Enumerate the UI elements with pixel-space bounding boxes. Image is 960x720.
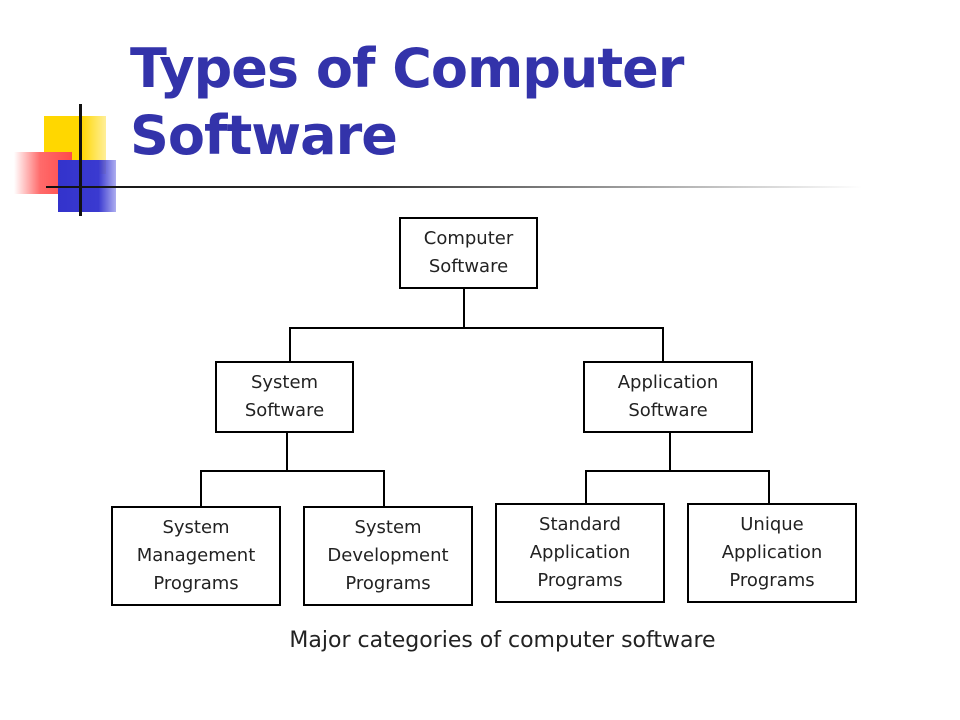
node-standard-application-line-2: Application xyxy=(529,542,631,563)
node-computer-software: Computer Software xyxy=(399,217,538,289)
node-unique-application-line-2: Application xyxy=(721,542,823,563)
node-standard-application-line-1: Standard xyxy=(539,514,621,535)
node-system-management-programs: System Management Programs xyxy=(111,506,281,606)
connector-system-horizontal xyxy=(200,470,385,472)
title-underline-rule xyxy=(46,186,862,188)
connector-root-down xyxy=(463,288,465,329)
connector-to-system xyxy=(289,327,291,362)
slide-title: Types of Computer Software xyxy=(130,35,684,169)
node-standard-application-programs: Standard Application Programs xyxy=(495,503,665,603)
connector-to-sys-dev xyxy=(383,470,385,507)
connector-to-uniq-app xyxy=(768,470,770,504)
slide-title-line-1: Types of Computer xyxy=(130,37,684,100)
connector-to-std-app xyxy=(585,470,587,504)
node-system-software-line-1: System xyxy=(250,372,319,393)
connector-system-down xyxy=(286,432,288,472)
connector-application-horizontal xyxy=(585,470,770,472)
node-system-development-programs: System Development Programs xyxy=(303,506,473,606)
diagram-caption: Major categories of computer software xyxy=(289,628,716,653)
node-application-software: Application Software xyxy=(583,361,753,433)
node-system-development-line-2: Development xyxy=(327,545,449,566)
connector-application-down xyxy=(669,432,671,472)
node-application-software-line-2: Software xyxy=(628,400,708,421)
node-system-management-line-3: Programs xyxy=(153,573,239,594)
node-system-management-line-2: Management xyxy=(136,545,256,566)
vertical-rule-decoration xyxy=(79,104,82,216)
connector-to-application xyxy=(662,327,664,362)
slide-title-line-2: Software xyxy=(130,104,398,167)
node-system-development-line-3: Programs xyxy=(345,573,431,594)
node-system-development-line-1: System xyxy=(354,517,422,538)
node-system-software: System Software xyxy=(215,361,354,433)
node-system-management-line-1: System xyxy=(162,517,230,538)
connector-level1-horizontal xyxy=(289,327,664,329)
node-standard-application-line-3: Programs xyxy=(537,570,623,591)
node-system-software-line-2: Software xyxy=(244,400,325,421)
node-unique-application-programs: Unique Application Programs xyxy=(687,503,857,603)
node-unique-application-line-1: Unique xyxy=(740,514,804,535)
connector-to-sys-mgmt xyxy=(200,470,202,507)
node-unique-application-line-3: Programs xyxy=(729,570,815,591)
node-application-software-line-1: Application xyxy=(617,372,719,393)
node-computer-software-line-1: Computer xyxy=(423,228,514,249)
node-computer-software-line-2: Software xyxy=(428,256,509,277)
